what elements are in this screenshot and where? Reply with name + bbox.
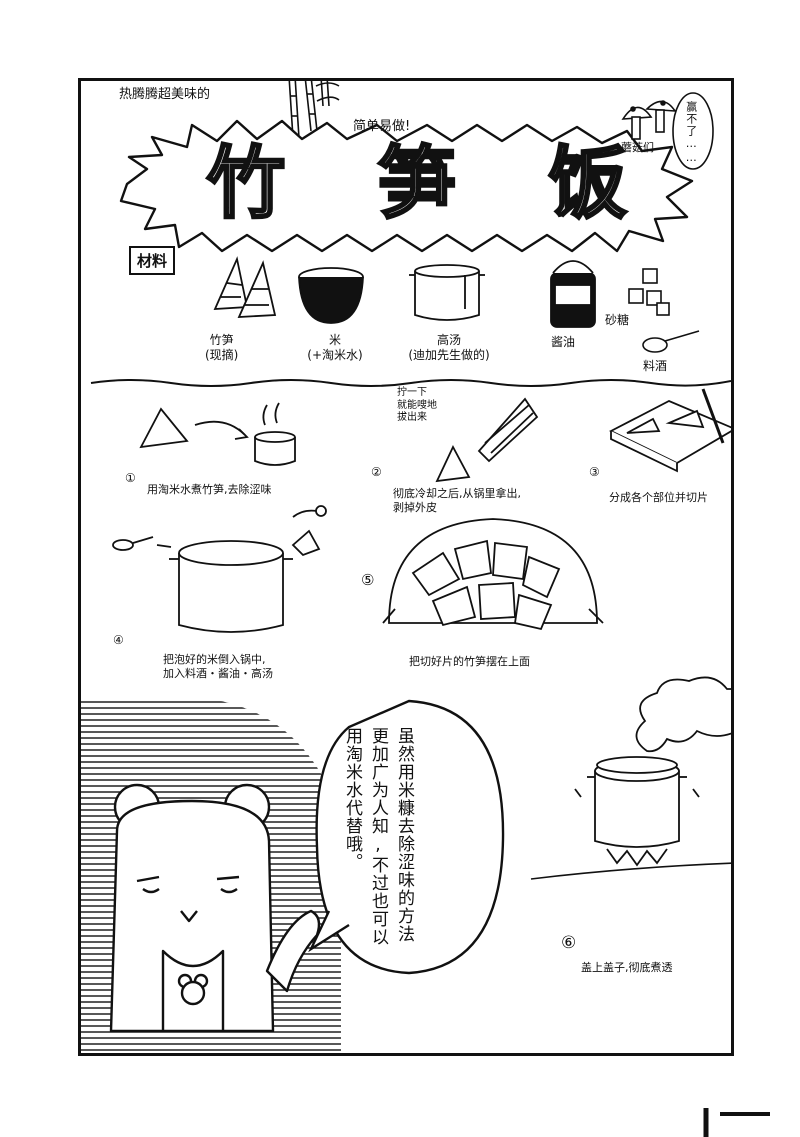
- ingredient-stock: 高汤 (迪加先生做的): [399, 333, 499, 363]
- step1-text: 用淘米水煮竹笋,去除涩味: [147, 483, 272, 496]
- rice-pot-icon: [298, 267, 364, 324]
- pre-title: 热腾腾超美味的: [119, 87, 211, 102]
- step4-num: ④: [113, 633, 124, 647]
- soy-sauce-icon: [550, 260, 596, 328]
- step4-illustration: [112, 505, 327, 633]
- step4-text: 把泡好的米倒入锅中, 加入料酒・酱油・高汤: [163, 653, 273, 680]
- speech-bubble: [308, 699, 505, 975]
- step1-illustration: [139, 402, 296, 466]
- title-burst: [119, 119, 694, 253]
- step6-num: ⑥: [561, 933, 577, 953]
- ingredient-note: (现摘): [205, 348, 239, 362]
- step3-illustration: [608, 388, 731, 473]
- step3-text: 分成各个部位并切片: [609, 491, 708, 504]
- step6-text: 盖上盖子,彻底煮透: [581, 961, 673, 974]
- ingredient-sugar: 砂糖: [605, 313, 630, 327]
- sugar-icon: [628, 268, 670, 316]
- sub-title: 简单易做!: [353, 119, 411, 134]
- ingredient-rice: 米 (+淘米水): [295, 333, 375, 363]
- ingredient-name: 竹笋: [209, 333, 234, 347]
- spoon-icon: [642, 330, 700, 353]
- step3-num: ③: [589, 465, 600, 479]
- ingredient-soy: 酱油: [551, 335, 576, 349]
- mushroom-bubble: [672, 92, 714, 170]
- bamboo-icon: [288, 81, 340, 139]
- step2-text: 彻底冷却之后,从锅里拿出, 剥掉外皮: [393, 487, 521, 514]
- step2-illustration: [435, 397, 539, 483]
- section-divider: [90, 379, 731, 387]
- bamboo-shoot-icon: [213, 256, 277, 318]
- mushroom-label: 蘑菇们: [621, 141, 654, 154]
- title: 竹 笋 饭: [205, 138, 628, 231]
- peel-note: 拧一下 就能嗖地 拔出来: [397, 387, 437, 423]
- step6-illustration: [574, 676, 731, 867]
- ingredient-bamboo: 竹笋 (现摘): [205, 333, 238, 363]
- ingredients-heading: 材料: [129, 246, 176, 275]
- ingredient-name: 米: [328, 333, 341, 347]
- ingredient-note: (+淘米水): [307, 348, 363, 362]
- ingredient-name: 高汤: [436, 333, 461, 347]
- title-char-1: 竹: [205, 138, 286, 231]
- page-corner-mark: [703, 1108, 770, 1137]
- ground-line: [530, 862, 731, 880]
- ingredient-sake: 料酒: [643, 359, 668, 373]
- comic-panel: 热腾腾超美味的 简单易做! 竹 笋 饭 蘑菇们 赢不了…… 材料: [78, 78, 734, 1056]
- title-char-2: 笋: [376, 138, 457, 231]
- step2-num: ②: [371, 465, 382, 479]
- speech-text: 虽然用米糠去除涩味的方法更加广为人知,不过也可以用淘米水代替哦。: [342, 727, 414, 946]
- step5-illustration: [382, 518, 604, 631]
- step5-num: ⑤: [361, 571, 375, 589]
- stock-pot-icon: [409, 264, 485, 321]
- bear-character: [109, 783, 321, 1033]
- mushroom-icon: [621, 100, 677, 140]
- mushroom-bubble-text: 赢不了……: [684, 101, 698, 165]
- step1-num: ①: [125, 471, 136, 485]
- step5-text: 把切好片的竹笋摆在上面: [409, 655, 530, 668]
- ingredient-note: (迪加先生做的): [408, 348, 490, 362]
- title-char-3: 饭: [547, 138, 628, 231]
